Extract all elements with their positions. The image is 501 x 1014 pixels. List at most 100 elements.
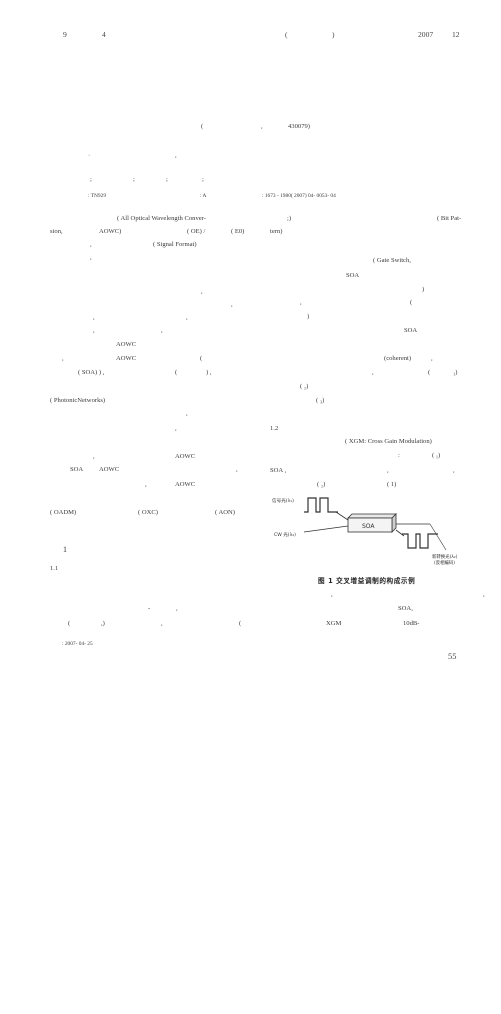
- body-line: ( Gate Switch,: [373, 257, 411, 264]
- body-line: ( ₁): [432, 452, 441, 459]
- inverted-pulse-train: [402, 533, 438, 549]
- body-line: SOA,: [398, 605, 413, 612]
- body-line: ): [422, 286, 425, 293]
- body-line: ( ₂): [300, 383, 309, 390]
- article-id: : 1673 - 1980( 2007) 04- 0053- 04: [262, 193, 336, 199]
- body-line: (: [428, 369, 431, 376]
- body-line: ,: [231, 301, 233, 308]
- page-number: 55: [448, 652, 457, 661]
- body-line: (: [239, 620, 242, 627]
- inverted-coding-label: (反相编码): [434, 559, 455, 566]
- signal-input-line: [335, 511, 349, 521]
- received-date: : 2007- 04- 25: [62, 641, 93, 647]
- body-line: ( 1): [387, 481, 397, 488]
- body-line: ,: [300, 299, 302, 306]
- header-paren-close: ): [332, 30, 335, 39]
- figure-xgm-diagram: SOA 信号光(λ₁) CW 光(λ₂) 新转换光(λ₂) (反相编码): [270, 490, 470, 570]
- body-line: AOWC: [116, 355, 137, 362]
- body-line: ,: [90, 241, 92, 248]
- body-line: ,: [145, 481, 147, 488]
- abstract-mark: ·: [88, 152, 91, 159]
- document-code: : A: [200, 193, 207, 199]
- body-line: ( ₃): [316, 397, 325, 404]
- body-line: ,: [431, 355, 433, 362]
- body-line: ( OXC): [138, 509, 158, 516]
- cw-light-label: CW 光(λ₂): [274, 531, 296, 538]
- body-line: ( PhotonicNetworks): [50, 397, 106, 404]
- body-line: ,): [101, 620, 105, 627]
- body-line: (coherent): [384, 355, 412, 362]
- body-line: ): [307, 313, 310, 320]
- body-line: SOA: [346, 272, 360, 279]
- body-line: ,: [62, 355, 64, 362]
- body-line: AOWC: [116, 341, 137, 348]
- body-line: ( Signal Format): [153, 241, 197, 248]
- body-line: 10dB-: [403, 620, 420, 627]
- body-line: (: [68, 620, 71, 627]
- keyword-separator-d: ;: [202, 176, 204, 183]
- body-line: ,: [453, 467, 455, 474]
- keyword-separator-b: ;: [133, 176, 135, 183]
- abstract-comma: ,: [175, 152, 177, 159]
- body-line: ( ₂): [317, 481, 326, 488]
- body-line: ( AON): [215, 509, 235, 516]
- body-line: SOA: [70, 466, 84, 473]
- body-line: ;): [287, 215, 292, 222]
- body-line: ,: [331, 591, 333, 598]
- body-line: ,: [90, 254, 92, 261]
- body-line: ) ,: [206, 369, 212, 376]
- body-line: ,: [186, 314, 188, 321]
- body-line: ,: [186, 410, 188, 417]
- header-year: 2007: [418, 30, 434, 39]
- body-line: AOWC: [99, 466, 120, 473]
- affiliation-comma: ,: [261, 123, 263, 130]
- subsection-heading-1-1: 1.1: [50, 565, 59, 572]
- body-line: SOA: [404, 327, 418, 334]
- body-line: ,: [387, 467, 389, 474]
- body-line: AOWC: [175, 481, 196, 488]
- body-line: (: [175, 369, 178, 376]
- body-line: :: [398, 452, 400, 459]
- body-line: ,: [176, 605, 178, 612]
- body-line: ,: [201, 288, 203, 295]
- body-line: ( E0): [231, 228, 245, 235]
- cw-input-line: [303, 525, 349, 533]
- body-line: ,: [236, 466, 238, 473]
- body-line: ,: [372, 369, 374, 376]
- soa-label: SOA: [362, 523, 375, 530]
- figure-svg: SOA 信号光(λ₁) CW 光(λ₂) 新转换光(λ₂) (反相编码): [272, 497, 458, 566]
- body-line: ,: [161, 620, 163, 627]
- body-line: ( XGM: Cross Gain Modulation): [345, 438, 432, 445]
- body-line: ( SOA) ) ,: [78, 369, 105, 376]
- signal-light-label: 信号光(λ₁): [272, 497, 294, 504]
- output-branch-line: [395, 529, 405, 537]
- output-pointer-line: [429, 523, 447, 551]
- section-heading-1: 1: [63, 545, 67, 554]
- body-line: ,: [483, 591, 485, 598]
- figure-caption: 图 1 交叉增益调制的构成示例: [318, 577, 416, 585]
- body-line: SOA ,: [270, 467, 287, 474]
- signal-pulse-train: [304, 497, 338, 513]
- body-line: ,: [161, 327, 163, 334]
- body-line: ,: [93, 453, 95, 460]
- body-line: ( OADM): [50, 509, 77, 516]
- header-paren-open: (: [285, 30, 288, 39]
- body-line: ( All Optical Wavelength Conver-: [117, 215, 206, 222]
- body-line: ,: [93, 314, 95, 321]
- header-issue: 4: [102, 30, 106, 39]
- body-line: AOWC): [99, 228, 122, 235]
- body-line: ,: [93, 327, 95, 334]
- header-month: 12: [452, 30, 460, 39]
- body-line: ( OE) /: [187, 228, 206, 235]
- body-line: AOWC: [175, 453, 196, 460]
- body-line: ,: [175, 425, 177, 432]
- converted-light-label: 新转换光(λ₂): [432, 553, 458, 560]
- affiliation-open-paren: (: [201, 123, 204, 130]
- body-line: ( Bit Pat-: [437, 215, 462, 222]
- clc-number: : TN929: [88, 193, 107, 199]
- subsection-heading-1-2: 1.2: [270, 425, 279, 432]
- affiliation-postcode: 430079): [288, 123, 310, 130]
- body-line: tern): [270, 228, 283, 235]
- header-volume: 9: [63, 30, 67, 39]
